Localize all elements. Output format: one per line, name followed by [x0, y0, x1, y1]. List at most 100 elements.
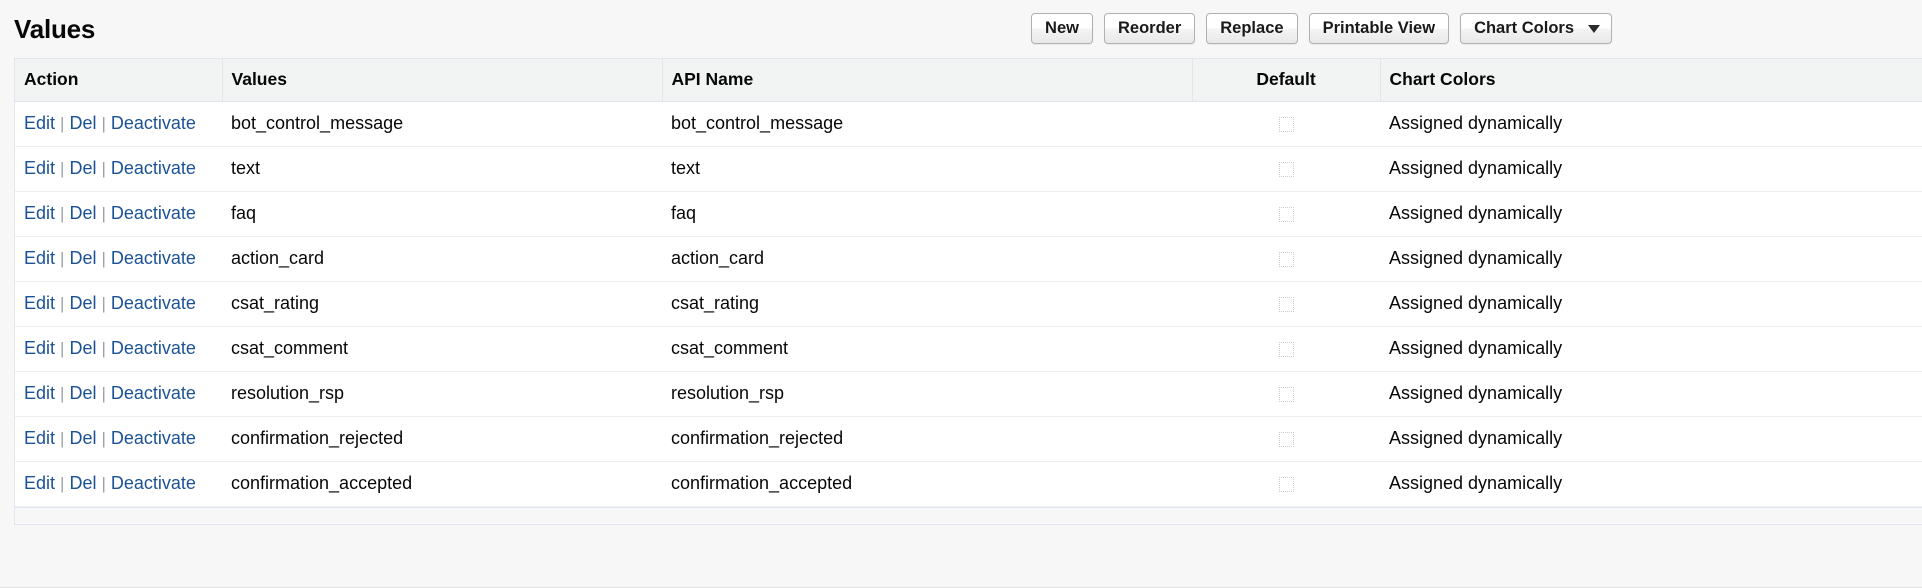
table-header-row: Action Values API Name Default Chart Col…	[15, 59, 1922, 102]
row-chart-color-cell: Assigned dynamically	[1380, 101, 1922, 147]
row-chart-color-cell: Assigned dynamically	[1380, 146, 1922, 192]
row-actions-cell: Edit|Del|Deactivate	[15, 326, 222, 372]
column-header-api-name: API Name	[662, 59, 1193, 102]
deactivate-link[interactable]: Deactivate	[110, 338, 196, 358]
row-api-name-cell: action_card	[662, 236, 1192, 282]
row-value-cell: confirmation_rejected	[222, 416, 662, 462]
row-actions-cell: Edit|Del|Deactivate	[15, 101, 222, 147]
deactivate-link[interactable]: Deactivate	[110, 428, 196, 448]
row-value-cell: faq	[222, 191, 662, 237]
table-footer-strip	[15, 507, 1922, 524]
printable-view-button[interactable]: Printable View	[1308, 12, 1450, 44]
row-default-cell	[1192, 191, 1380, 237]
row-api-name-cell: csat_comment	[662, 326, 1192, 372]
edit-link[interactable]: Edit	[24, 293, 56, 313]
delete-link[interactable]: Del	[69, 203, 97, 223]
action-separator: |	[101, 294, 106, 313]
reorder-button[interactable]: Reorder	[1103, 12, 1196, 44]
column-header-action: Action	[15, 59, 223, 102]
action-separator: |	[60, 114, 65, 133]
delete-link[interactable]: Del	[69, 383, 97, 403]
row-value-cell: resolution_rsp	[222, 371, 662, 417]
deactivate-link[interactable]: Deactivate	[110, 293, 196, 313]
column-header-default: Default	[1192, 59, 1381, 102]
row-default-cell	[1192, 461, 1380, 507]
column-header-chart-colors: Chart Colors	[1380, 59, 1922, 102]
default-checkbox	[1278, 431, 1294, 447]
deactivate-link[interactable]: Deactivate	[110, 113, 196, 133]
row-default-cell	[1192, 326, 1380, 372]
row-api-name-cell: faq	[662, 191, 1192, 237]
row-default-cell	[1192, 101, 1380, 147]
row-chart-color-cell: Assigned dynamically	[1380, 281, 1922, 327]
default-checkbox	[1278, 251, 1294, 267]
delete-link[interactable]: Del	[69, 473, 97, 493]
delete-link[interactable]: Del	[69, 248, 97, 268]
row-api-name-cell: bot_control_message	[662, 101, 1192, 147]
row-chart-color-cell: Assigned dynamically	[1380, 461, 1922, 507]
action-separator: |	[60, 429, 65, 448]
action-separator: |	[101, 384, 106, 403]
action-separator: |	[60, 339, 65, 358]
row-chart-color-cell: Assigned dynamically	[1380, 416, 1922, 462]
edit-link[interactable]: Edit	[24, 248, 56, 268]
values-table: Action Values API Name Default Chart Col…	[15, 59, 1922, 507]
chart-colors-dropdown-label: Chart Colors	[1474, 18, 1574, 37]
deactivate-link[interactable]: Deactivate	[110, 158, 196, 178]
action-separator: |	[60, 249, 65, 268]
row-api-name-cell: resolution_rsp	[662, 371, 1192, 417]
row-value-cell: confirmation_accepted	[222, 461, 662, 507]
table-header: Action Values API Name Default Chart Col…	[15, 59, 1922, 102]
row-actions-cell: Edit|Del|Deactivate	[15, 281, 222, 327]
values-table-container: Action Values API Name Default Chart Col…	[14, 58, 1922, 525]
edit-link[interactable]: Edit	[24, 473, 56, 493]
delete-link[interactable]: Del	[69, 293, 97, 313]
row-chart-color-cell: Assigned dynamically	[1380, 191, 1922, 237]
edit-link[interactable]: Edit	[24, 113, 56, 133]
action-separator: |	[60, 204, 65, 223]
row-default-cell	[1192, 236, 1380, 282]
deactivate-link[interactable]: Deactivate	[110, 383, 196, 403]
edit-link[interactable]: Edit	[24, 338, 56, 358]
action-separator: |	[60, 474, 65, 493]
row-default-cell	[1192, 371, 1380, 417]
delete-link[interactable]: Del	[69, 113, 97, 133]
edit-link[interactable]: Edit	[24, 383, 56, 403]
row-default-cell	[1192, 281, 1380, 327]
delete-link[interactable]: Del	[69, 428, 97, 448]
row-chart-color-cell: Assigned dynamically	[1380, 326, 1922, 372]
edit-link[interactable]: Edit	[24, 158, 56, 178]
default-checkbox	[1278, 386, 1294, 402]
default-checkbox	[1278, 341, 1294, 357]
edit-link[interactable]: Edit	[24, 203, 56, 223]
default-checkbox	[1278, 476, 1294, 492]
default-checkbox	[1278, 161, 1294, 177]
page-title: Values	[14, 14, 96, 44]
deactivate-link[interactable]: Deactivate	[110, 473, 196, 493]
row-api-name-cell: confirmation_rejected	[662, 416, 1192, 462]
row-default-cell	[1192, 146, 1380, 192]
row-chart-color-cell: Assigned dynamically	[1380, 236, 1922, 282]
delete-link[interactable]: Del	[69, 158, 97, 178]
replace-button[interactable]: Replace	[1206, 12, 1298, 44]
new-button[interactable]: New	[1031, 12, 1093, 44]
default-checkbox	[1278, 206, 1294, 222]
action-separator: |	[101, 339, 106, 358]
action-separator: |	[60, 159, 65, 178]
action-toolbar: New Reorder Replace Printable View Chart…	[1031, 12, 1908, 44]
deactivate-link[interactable]: Deactivate	[110, 203, 196, 223]
delete-link[interactable]: Del	[69, 338, 97, 358]
chart-colors-dropdown-button[interactable]: Chart Colors	[1460, 12, 1612, 44]
action-separator: |	[101, 474, 106, 493]
edit-link[interactable]: Edit	[24, 428, 56, 448]
default-checkbox	[1278, 116, 1294, 132]
deactivate-link[interactable]: Deactivate	[110, 248, 196, 268]
